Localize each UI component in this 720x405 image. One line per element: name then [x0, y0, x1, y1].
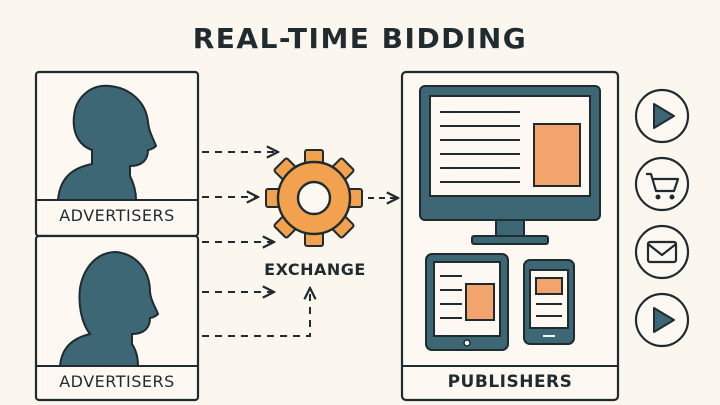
- advertiser-box-1: [34, 70, 200, 238]
- mail-icon: [634, 224, 690, 280]
- arrow: [202, 288, 310, 337]
- advertisers-label: ADVERTISERS: [59, 372, 175, 391]
- bid-request-arrows: [202, 152, 310, 337]
- play-icon: [634, 292, 690, 348]
- exchange-gear-icon: [265, 149, 363, 247]
- advertiser-box-2: [34, 234, 200, 402]
- exchange-label: EXCHANGE: [264, 260, 366, 279]
- publishers-box: [400, 70, 620, 402]
- desktop-monitor-icon: [419, 85, 601, 245]
- advertiser-person-icon: [58, 250, 160, 367]
- advertisers-label: ADVERTISERS: [59, 206, 175, 225]
- publishers-label: PUBLISHERS: [447, 372, 573, 392]
- play-icon: [634, 88, 690, 144]
- tablet-icon: [425, 253, 509, 351]
- diagram-title: REAL-TIME BIDDING: [192, 22, 528, 55]
- advertiser-person-icon: [56, 84, 158, 201]
- smartphone-icon: [523, 259, 575, 345]
- shopping-cart-icon: [634, 156, 690, 212]
